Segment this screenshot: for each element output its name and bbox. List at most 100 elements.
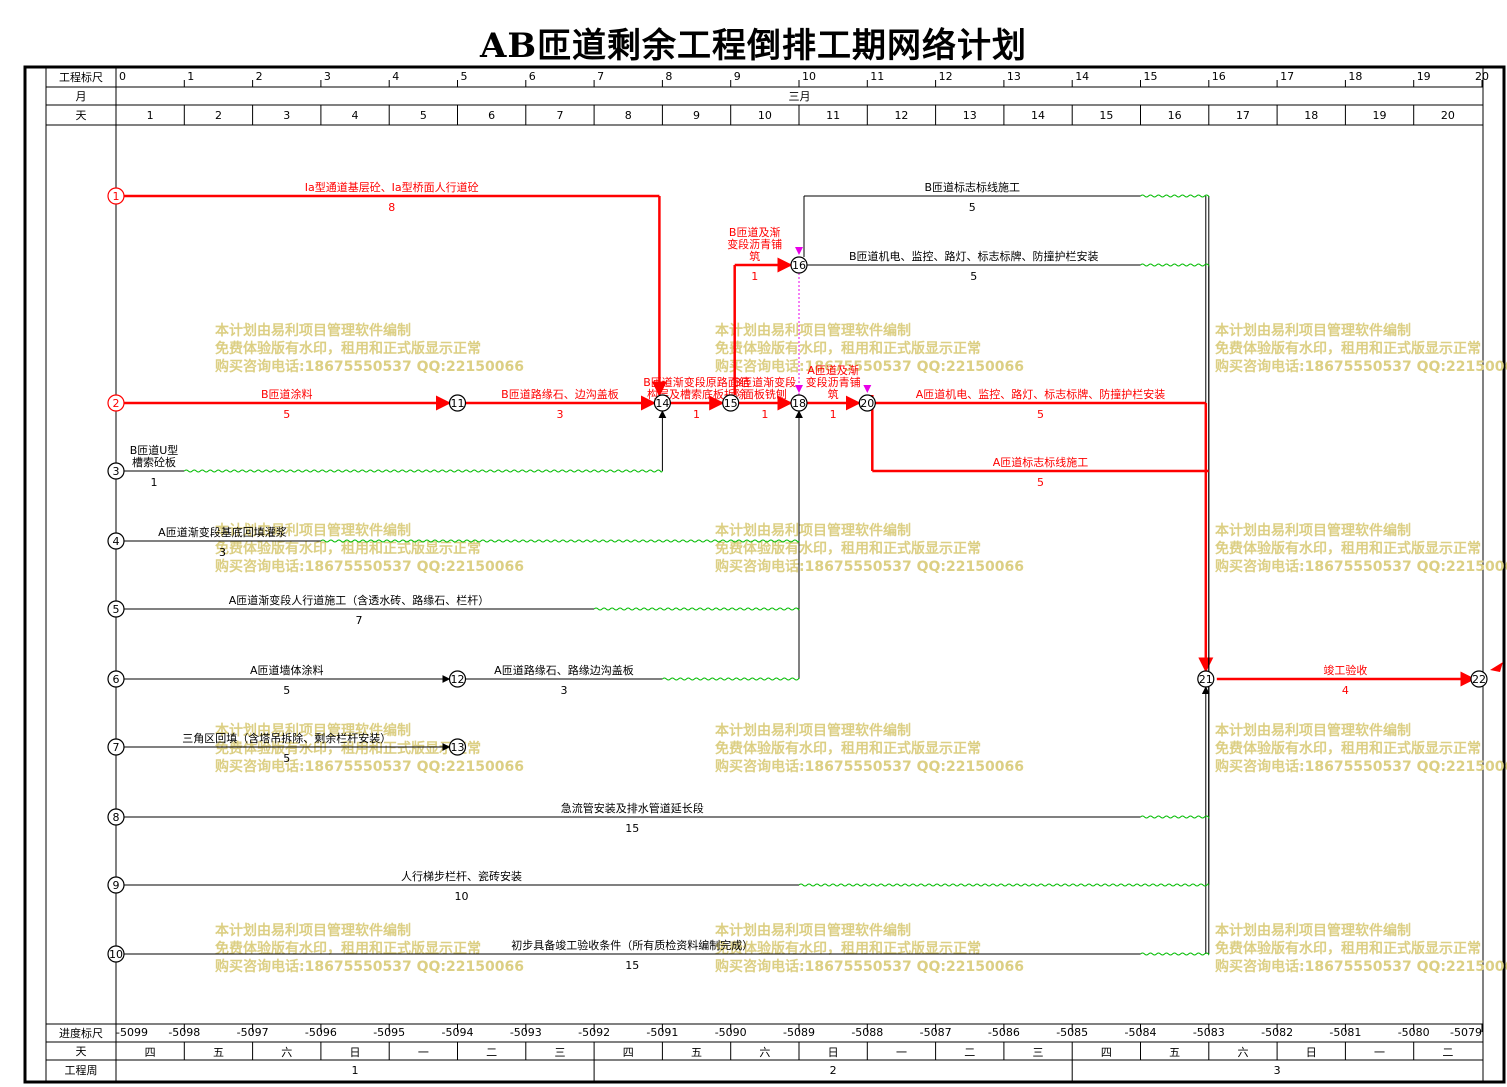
node-label: 18 [792,397,806,410]
free-float-wave [183,469,663,473]
milestone-marker [795,385,803,393]
free-float-wave [320,539,800,543]
activity-duration: 5 [1037,476,1044,489]
day-label-value: 12 [894,109,908,122]
node-circle [653,394,672,412]
node-circle [448,670,467,688]
day-label-value: 15 [1099,109,1113,122]
node-circle [107,600,125,618]
activity-label: 三角区回填（含塔吊拆除、剩余栏杆安装） [182,731,391,745]
progress-tick-label: -5086 [988,1026,1020,1039]
activity-duration: 1 [151,476,158,489]
activity-duration: 1 [761,408,768,421]
day-label: 天 [76,109,87,122]
activity-duration: 5 [1037,408,1044,421]
progress-tick-label: -5093 [510,1026,542,1039]
watermark-text: 本计划由易利项目管理软件编制 [1215,522,1411,539]
free-float-wave [1140,815,1210,819]
scale-tick-label: 17 [1280,70,1294,83]
node-label: 2 [113,397,120,410]
watermark-text: 免费体验版有水印，租用和正式版显示正常 [1215,340,1481,357]
activity-duration: 5 [969,201,976,214]
node-circle [107,394,125,412]
watermark-text: 购买咨询电话:18675550537 QQ:22150066 [715,958,1024,975]
activity-label: A匝道及渐 [807,363,859,377]
day-label-value: 13 [963,109,977,122]
activity-duration: 5 [970,270,977,283]
day-label-value: 4 [352,109,359,122]
watermark-text: 购买咨询电话:18675550537 QQ:22150066 [1215,758,1507,775]
progress-tick-label: -5087 [920,1026,952,1039]
progress-tick-label: -5091 [646,1026,678,1039]
node-circle [790,256,808,274]
node-circle [107,462,125,480]
activity-label: A匝道渐变段基底回填灌浆 [158,525,287,539]
watermark-text: 购买咨询电话:18675550537 QQ:22150066 [1215,958,1507,975]
activity-label: 变段沥青铺 [727,237,782,251]
node-label: 10 [109,948,123,961]
watermark-text: 本计划由易利项目管理软件编制 [1215,722,1411,739]
activity-duration: 5 [283,752,290,765]
weekday-label: 天 [76,1045,87,1058]
watermark-text: 购买咨询电话:18675550537 QQ:22150066 [715,358,1024,375]
watermark-text: 免费体验版有水印，租用和正式版显示正常 [215,340,481,357]
node-circle [448,394,467,412]
watermark-text: 本计划由易利项目管理软件编制 [215,722,411,739]
node-label: 8 [113,811,120,824]
activity-label: 变段沥青铺 [806,375,861,389]
activity-label: A匝道渐变段人行道施工（含透水砖、路缘石、栏杆） [229,593,490,607]
weekday-value: 日 [1306,1046,1317,1059]
watermark-text: 免费体验版有水印，租用和正式版显示正常 [1215,540,1481,557]
milestone-marker [863,385,872,393]
progress-tick-label: -5096 [305,1026,337,1039]
watermark-layer: 本计划由易利项目管理软件编制免费体验版有水印，租用和正式版显示正常购买咨询电话:… [215,322,1507,975]
activity-duration: 1 [751,270,758,283]
weekday-value: 三 [554,1046,565,1059]
watermark-text: 购买咨询电话:18675550537 QQ:22150066 [1215,358,1507,375]
activity-label: B匝道标志标线施工 [924,180,1020,194]
watermark-text: 购买咨询电话:18675550537 QQ:22150066 [715,558,1024,575]
milestone-marker [795,247,803,255]
activity-label: A匝道机电、监控、路灯、标志标牌、防撞护栏安装 [916,387,1166,401]
link-layer [651,196,1503,954]
activity-duration: 3 [556,408,563,421]
free-float-wave [1140,263,1210,267]
scale-tick-label: 9 [734,70,741,83]
node-label: 7 [113,741,120,754]
weekday-value: 一 [896,1046,907,1059]
day-label-value: 2 [215,109,222,122]
activity-label: B匝道渐变段 [734,375,797,389]
watermark-text: 免费体验版有水印，租用和正式版显示正常 [215,940,481,957]
activity-duration: 15 [625,959,639,972]
progress-tick-label: -5084 [1125,1026,1157,1039]
scale-tick-label: 14 [1075,70,1089,83]
node-label: 12 [451,673,465,686]
watermark-text: 免费体验版有水印，租用和正式版显示正常 [1215,940,1481,957]
day-label-value: 6 [488,109,495,122]
page-title: AB匝道剩余工程倒排工期网络计划 [479,26,1028,66]
progress-tick-label: -5082 [1261,1026,1293,1039]
watermark-text: 免费体验版有水印，租用和正式版显示正常 [715,940,981,957]
month-label: 月 [76,90,87,103]
scale-tick-label: 2 [256,70,263,83]
day-label-value: 20 [1441,109,1455,122]
scale-tick-label: 15 [1144,70,1158,83]
node-label: 1 [113,190,120,203]
progress-tick-label: -5081 [1329,1026,1361,1039]
node-label: 9 [113,879,120,892]
weekday-value: 三 [1033,1046,1044,1059]
watermark-text: 购买咨询电话:18675550537 QQ:22150066 [215,558,524,575]
weekday-value: 日 [828,1046,839,1059]
node-circle [107,945,125,963]
activity-label: B匝道U型 [130,443,179,457]
node-circle [107,808,125,826]
node-label: 13 [451,741,465,754]
progress-tick-label: -5090 [715,1026,747,1039]
activity-label: 面板铣刨 [743,387,787,401]
activity-duration: 5 [283,684,290,697]
progress-tick-label: -5092 [578,1026,610,1039]
node-label: 11 [451,397,465,410]
activity-duration: 4 [1342,684,1349,697]
